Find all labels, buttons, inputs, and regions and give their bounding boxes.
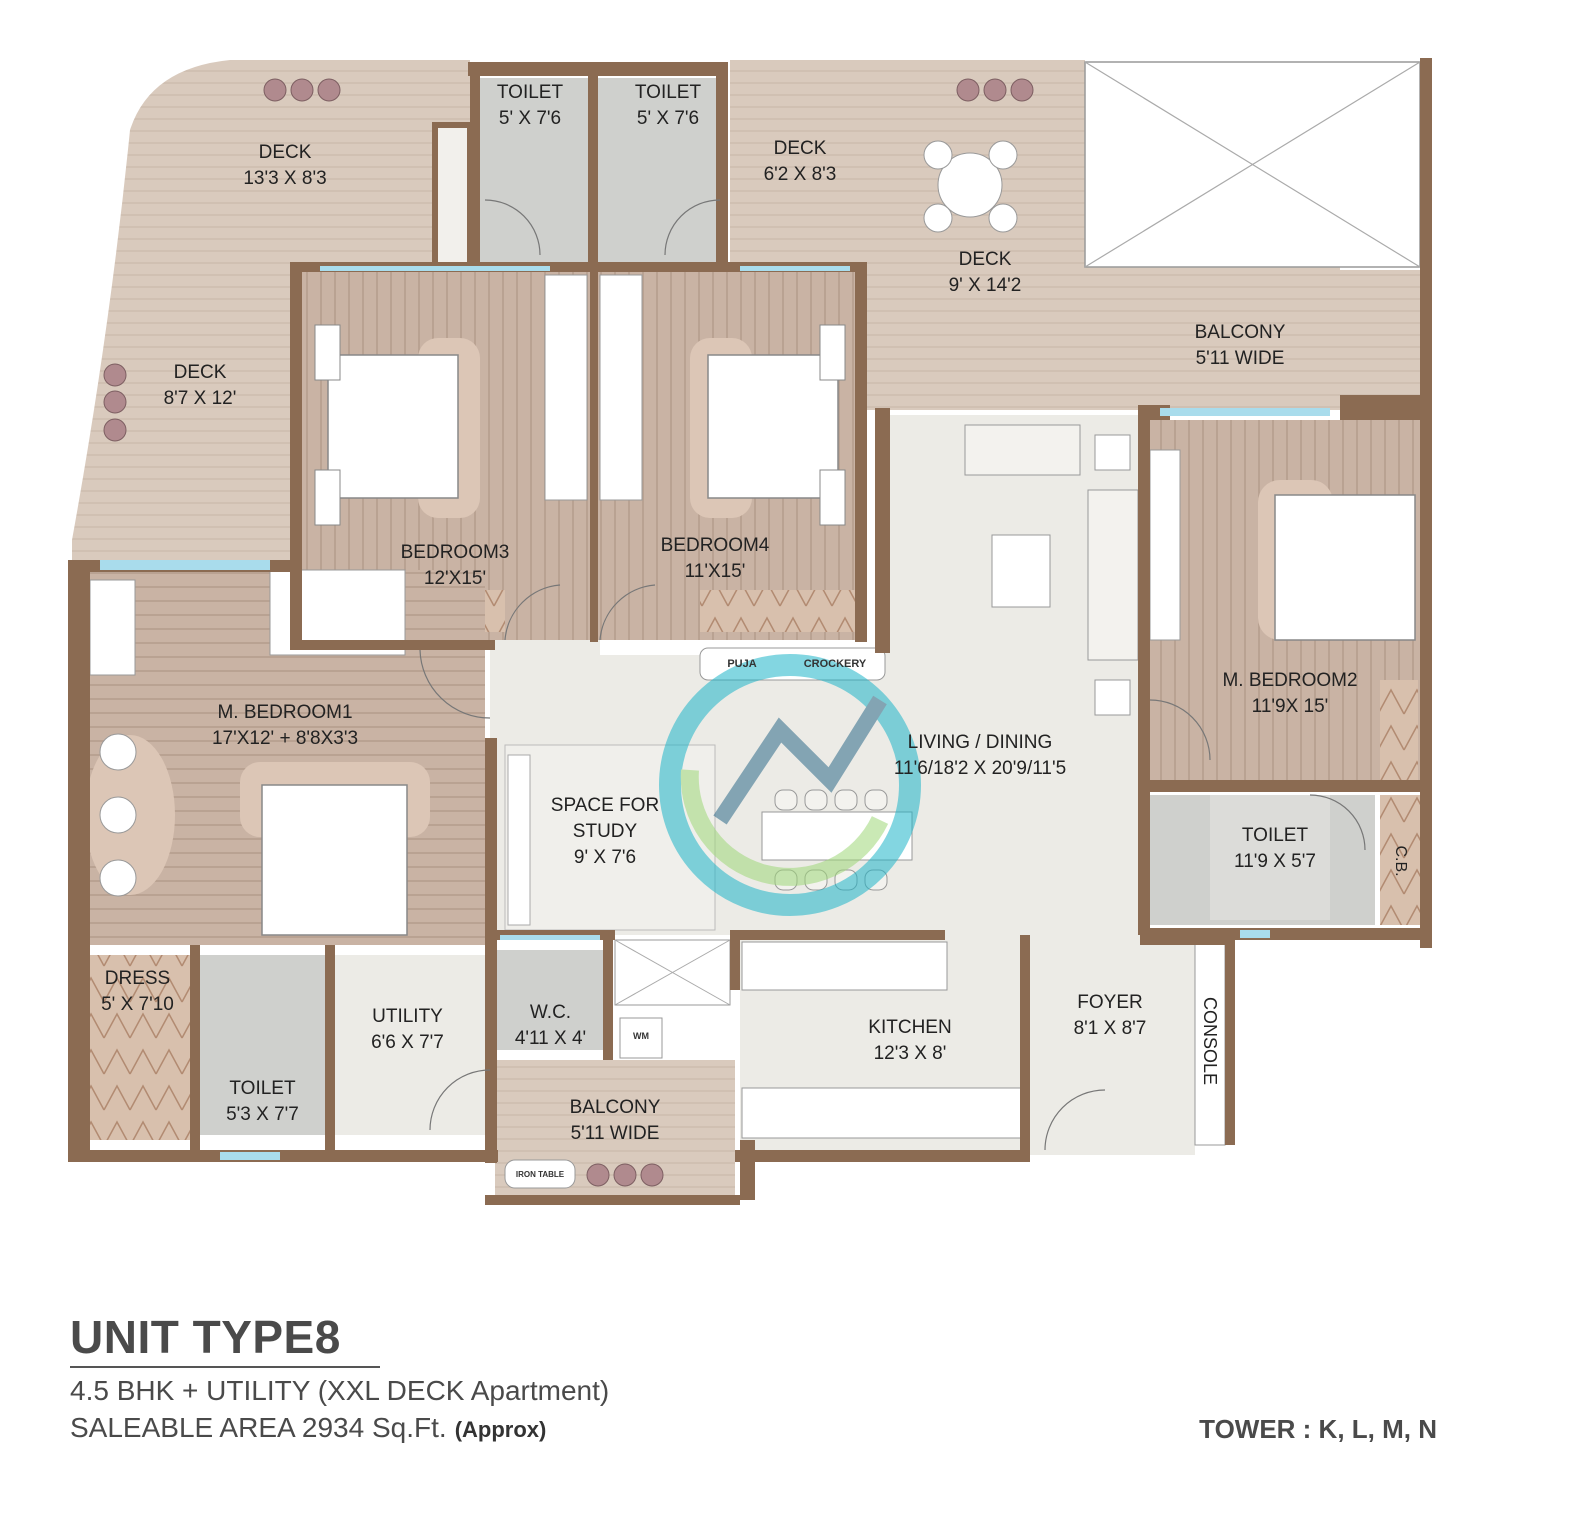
puja-label: PUJA: [727, 658, 757, 670]
iron-table-label: IRON TABLE: [515, 1170, 565, 1179]
toilet-a-area: [478, 78, 588, 268]
dress-area: [82, 955, 197, 1140]
toilet-b-area: [598, 78, 716, 268]
foyer-area: [1030, 935, 1195, 1155]
utility-area: [335, 955, 495, 1135]
room-label-wc: W.C.4'11 X 4': [514, 1002, 587, 1049]
console-label: CONSOLE: [1200, 996, 1220, 1086]
crockery-label: CROCKERY: [803, 658, 867, 670]
tower-list: TOWER : K, L, M, N: [1199, 1414, 1437, 1444]
saleable-area-text: SALEABLE AREA 2934 Sq.Ft.: [70, 1412, 447, 1443]
balcony-top-area: [1080, 270, 1425, 410]
toilet-d-area: [200, 955, 325, 1135]
console-area: [1194, 934, 1226, 1146]
wm-label: WM: [633, 1031, 649, 1041]
unit-configuration: 4.5 BHK + UTILITY (XXL DECK Apartment): [70, 1375, 610, 1406]
watermark-logo: [659, 654, 921, 916]
unit-type-title: UNIT TYPE8: [70, 1311, 341, 1363]
cb-label: C.B.: [1392, 845, 1409, 877]
saleable-area: SALEABLE AREA 2934 Sq.Ft. (Approx): [70, 1412, 546, 1444]
wc-area: [495, 950, 605, 1050]
deck-left-area: [72, 60, 470, 560]
approx-note: (Approx): [454, 1417, 547, 1442]
title-underline: [70, 1366, 380, 1368]
